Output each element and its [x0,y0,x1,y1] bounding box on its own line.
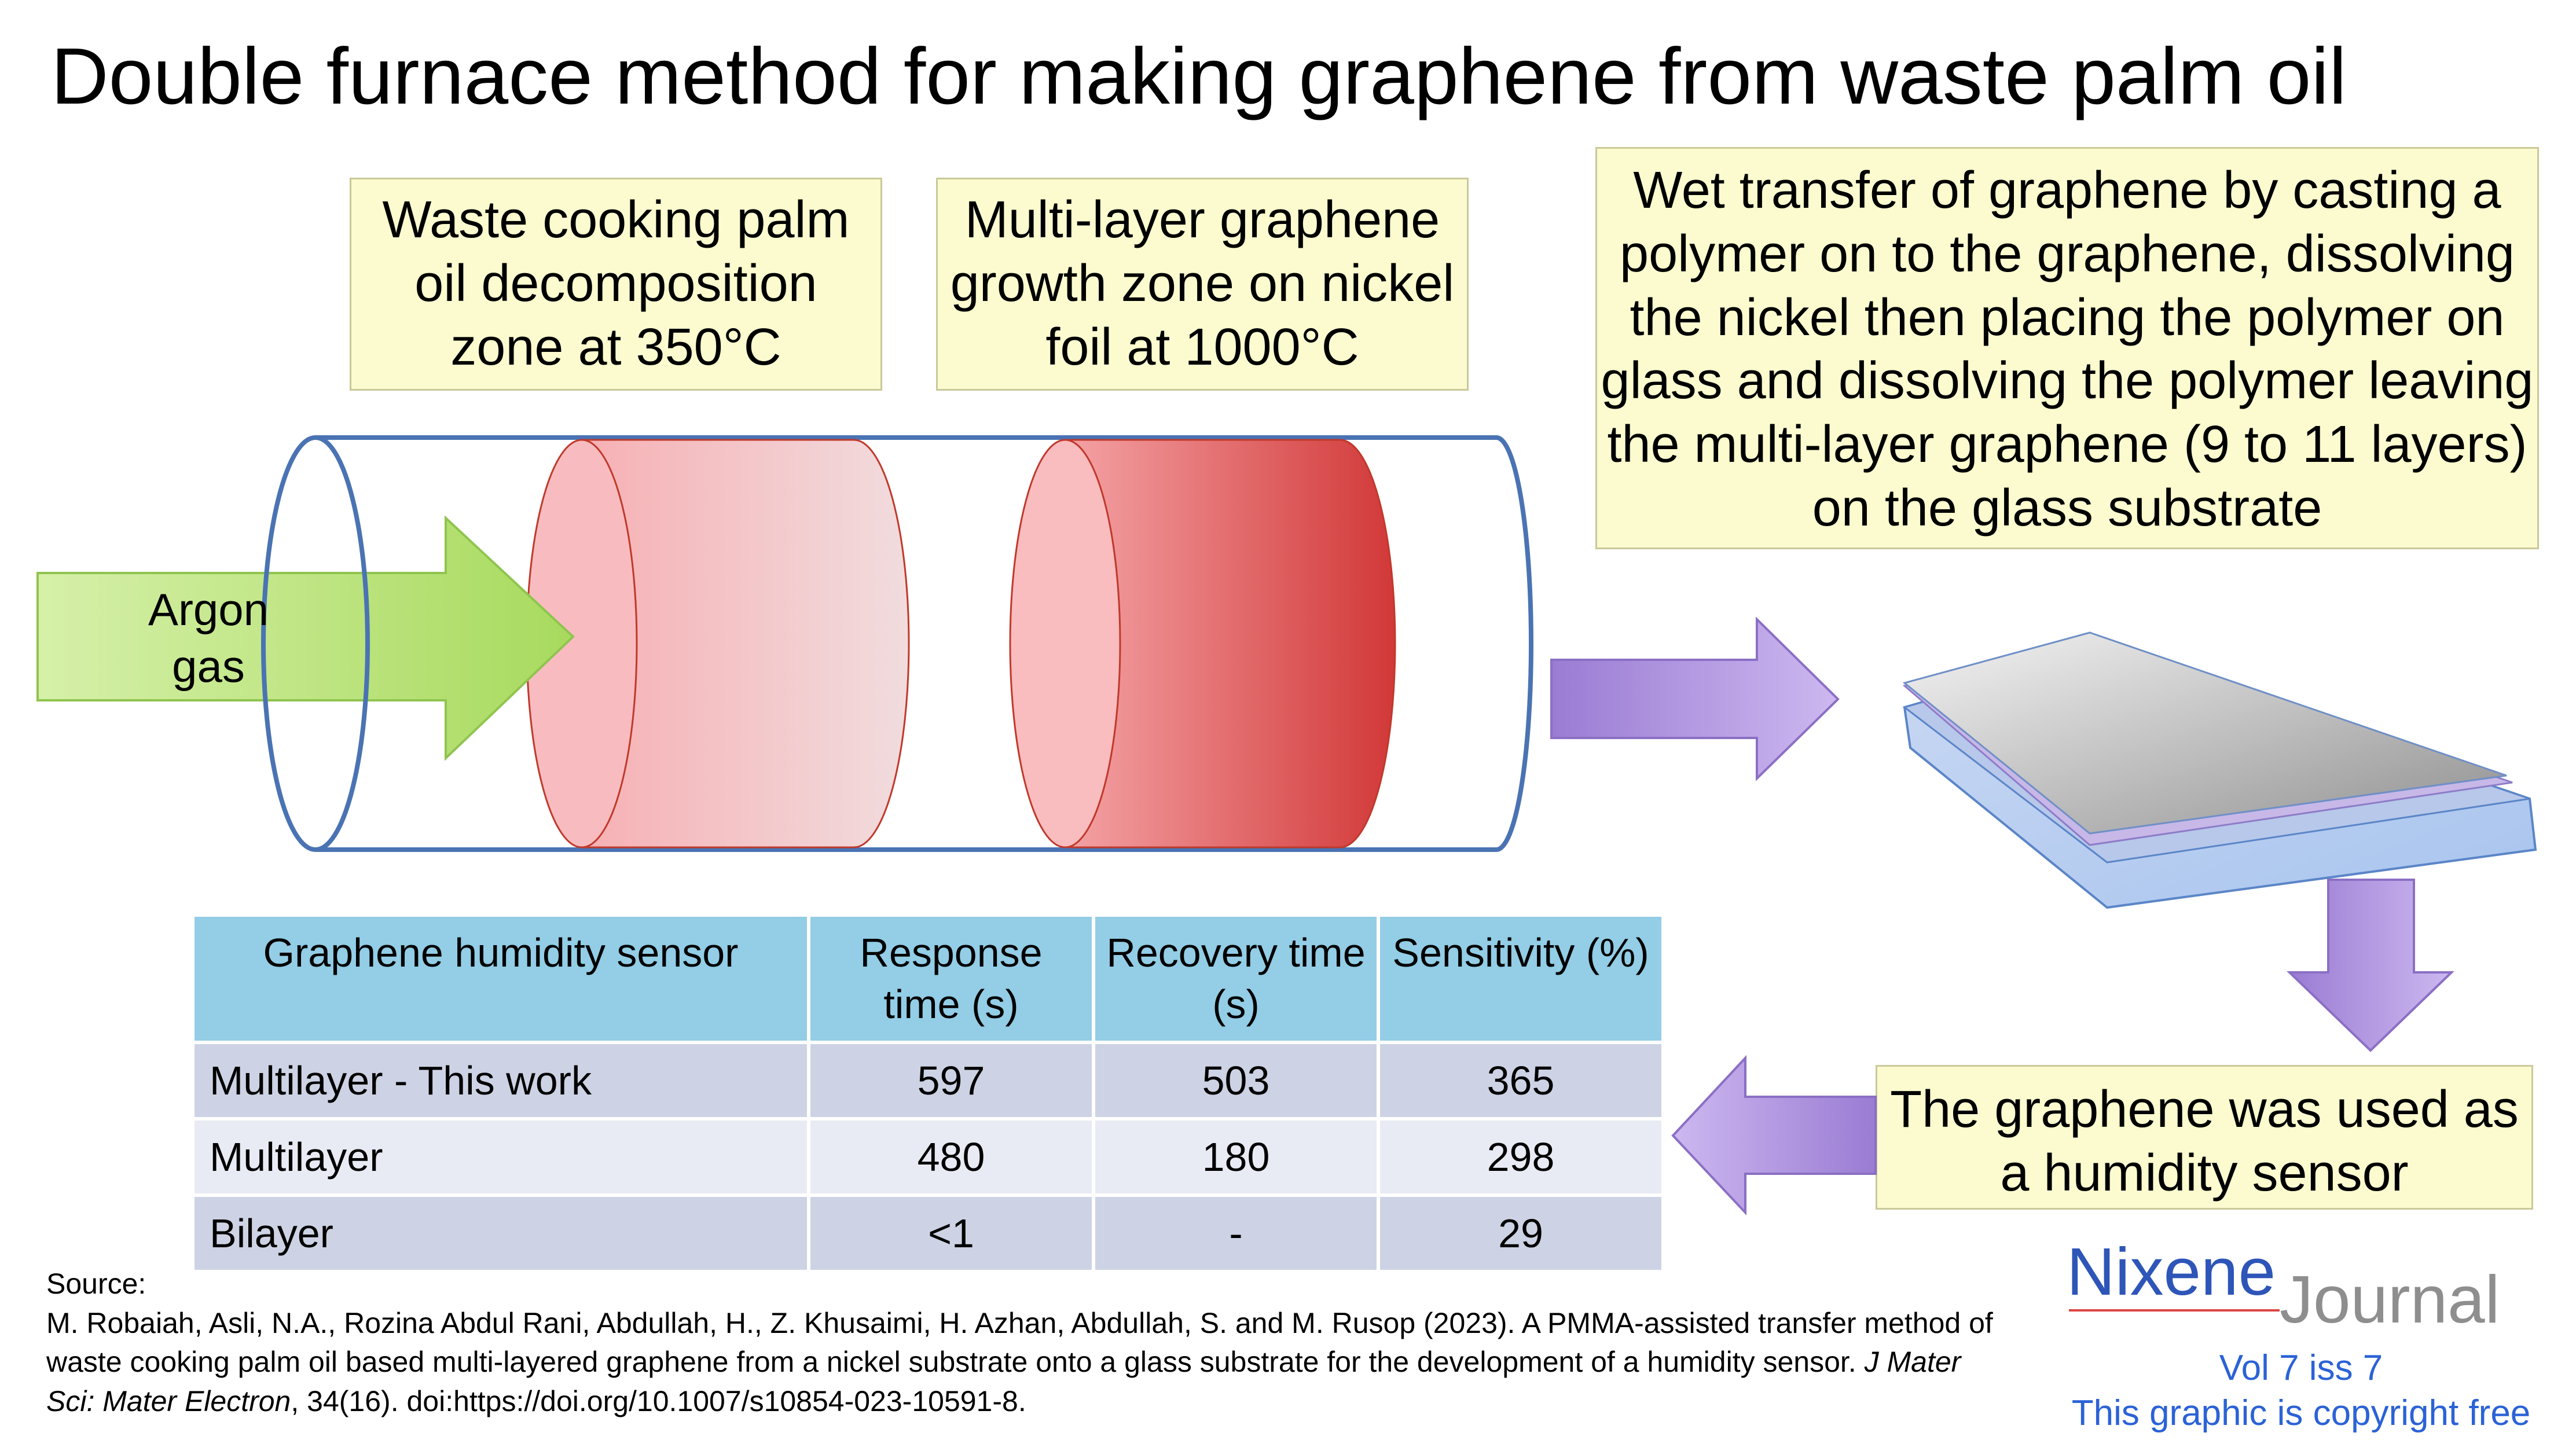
logo-journal-text: Journal [2280,1262,2500,1337]
source-citation: Source: M. Robaiah, Asli, N.A., Rozina A… [46,1265,1997,1421]
glass-substrate-stack [1902,631,2537,909]
copyright-note: This graphic is copyright free [2071,1393,2531,1433]
table-row: Multilayer 480 180 298 [195,1120,1661,1193]
wet-transfer-note: Wet transfer of graphene by casting a po… [1595,147,2539,549]
table-cell: 298 [1380,1120,1661,1193]
table-cell: 29 [1380,1196,1661,1270]
quartz-tube [315,435,1533,852]
logo-nixene-text: Nixene [2067,1234,2276,1309]
column-header: Graphene humidity sensor [195,917,807,1041]
decomposition-zone-note: Waste cooking palm oil decomposition zon… [350,178,882,391]
humidity-sensor-table: Graphene humidity sensor Response time (… [191,913,1665,1273]
table-cell: Multilayer [195,1120,807,1193]
citation-details: , 34(16). doi:https://doi.org/10.1007/s1… [291,1384,1026,1417]
issue-info: Vol 7 iss 7 This graphic is copyright fr… [2055,1346,2547,1435]
source-label: Source: [46,1268,146,1300]
table-cell: 597 [810,1044,1092,1117]
humidity-sensor-note: The graphene was used as a humidity sens… [1876,1065,2533,1210]
column-header: Recovery time (s) [1095,917,1377,1041]
table-cell: 480 [810,1120,1092,1193]
table-row: Multilayer - This work 597 503 365 [195,1044,1661,1117]
table-cell: 365 [1380,1044,1661,1117]
decomposition-furnace [526,439,910,848]
table-cell: 503 [1095,1044,1377,1117]
arrow-to-table [1671,1055,1877,1216]
volume-label: Vol 7 iss 7 [2219,1348,2383,1388]
arrow-to-sensor [2287,879,2454,1052]
column-header: Sensitivity (%) [1380,917,1661,1041]
table-cell: Bilayer [195,1196,807,1270]
growth-zone-note: Multi-layer graphene growth zone on nick… [936,178,1469,391]
nixene-journal-logo: Nixene Journal [2067,1233,2541,1337]
argon-gas-arrow [36,515,575,761]
page-title: Double furnace method for making graphen… [51,32,2347,121]
table-cell: - [1095,1196,1377,1270]
argon-gas-label: Argon gas [148,584,269,692]
table-cell: <1 [810,1196,1092,1270]
growth-furnace [1009,439,1396,848]
logo-underline [2069,1309,2280,1312]
table-row: Bilayer <1 - 29 [195,1196,1661,1270]
citation-text: M. Robaiah, Asli, N.A., Rozina Abdul Ran… [46,1306,1993,1379]
journal-name: J Mater Sci: Mater Electron [46,1346,1961,1417]
tube-inlet [261,435,370,852]
column-header: Response time (s) [810,917,1092,1041]
table-cell: Multilayer - This work [195,1044,807,1117]
table-cell: 180 [1095,1120,1377,1193]
table-header-row: Graphene humidity sensor Response time (… [195,917,1661,1041]
arrow-to-transfer [1550,616,1840,781]
